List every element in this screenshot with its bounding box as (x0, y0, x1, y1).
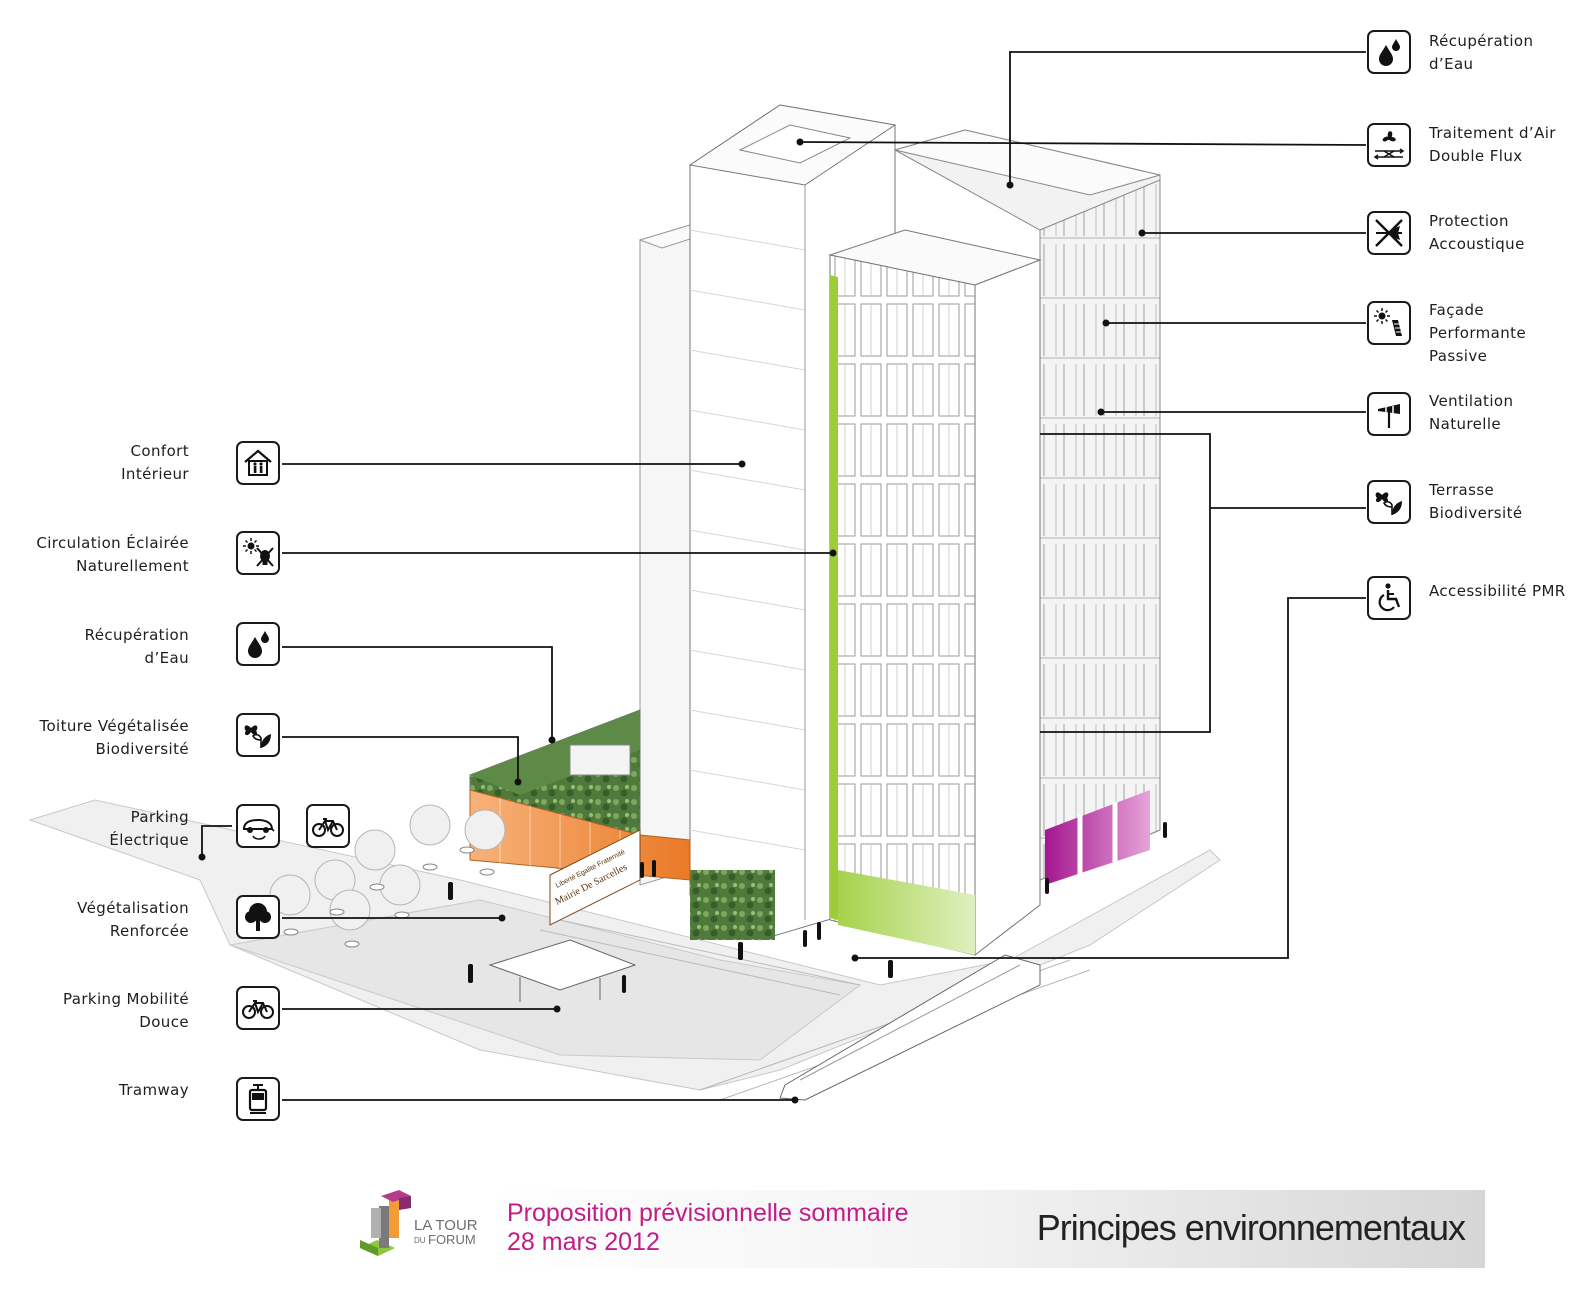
water-drops-icon (236, 622, 280, 666)
label-toiture-vegetalisee: Toiture Végétalisée Biodiversité (39, 717, 189, 758)
tour-du-forum-logo (360, 1190, 411, 1256)
footer-title: Principes environnementaux (1036, 1207, 1466, 1248)
logo-text-line1: LA TOUR (414, 1217, 478, 1234)
electric-car-icon (236, 804, 280, 848)
label-tramway: Tramway (118, 1081, 189, 1099)
logo-text-line2: FORUM (428, 1232, 476, 1247)
water-drops-icon (1367, 30, 1411, 74)
bicycle-icon (306, 804, 350, 848)
windsock-icon (1367, 392, 1411, 436)
tree-icon (236, 895, 280, 939)
label-recuperation-eau-left: Récupération d’Eau (84, 626, 189, 667)
label-facade-performante: Façade Performante Passive (1429, 301, 1527, 365)
wheelchair-icon (1367, 576, 1411, 620)
butterfly-leaf-icon (236, 713, 280, 757)
label-vegetalisation-renforcee: Végétalisation Renforcée (77, 899, 189, 940)
butterfly-leaf-icon (1367, 480, 1411, 524)
label-protection-accoustique: Protection Accoustique (1429, 212, 1525, 253)
sun-bulb-icon (236, 531, 280, 575)
label-accessibilite-pmr: Accessibilité PMR (1429, 582, 1566, 600)
label-ventilation-naturelle: Ventilation Naturelle (1429, 392, 1514, 433)
bicycle-icon (236, 986, 280, 1030)
tram-icon (236, 1077, 280, 1121)
label-parking-electrique: Parking Électrique (109, 808, 189, 849)
label-parking-mobilite-douce: Parking Mobilité Douce (62, 990, 189, 1031)
label-terrasse-biodiversite: Terrasse Biodiversité (1429, 481, 1523, 522)
fan-double-flow-icon (1367, 123, 1411, 167)
sound-barrier-icon (1367, 211, 1411, 255)
logo-text-du: DU (414, 1236, 426, 1245)
footer-band (487, 1190, 1485, 1268)
sun-shutter-icon (1367, 301, 1411, 345)
label-circulation-eclairee: Circulation Éclairée Naturellement (36, 534, 189, 575)
label-confort-interieur: Confort Intérieur (121, 442, 189, 483)
footer-subtitle: Proposition prévisionnelle sommaire (507, 1199, 909, 1227)
label-traitement-air: Traitement d’Air Double Flux (1429, 124, 1556, 165)
house-people-icon (236, 441, 280, 485)
label-recuperation-eau-right: Récupération d’Eau (1429, 32, 1534, 73)
footer-date: 28 mars 2012 (507, 1228, 660, 1256)
